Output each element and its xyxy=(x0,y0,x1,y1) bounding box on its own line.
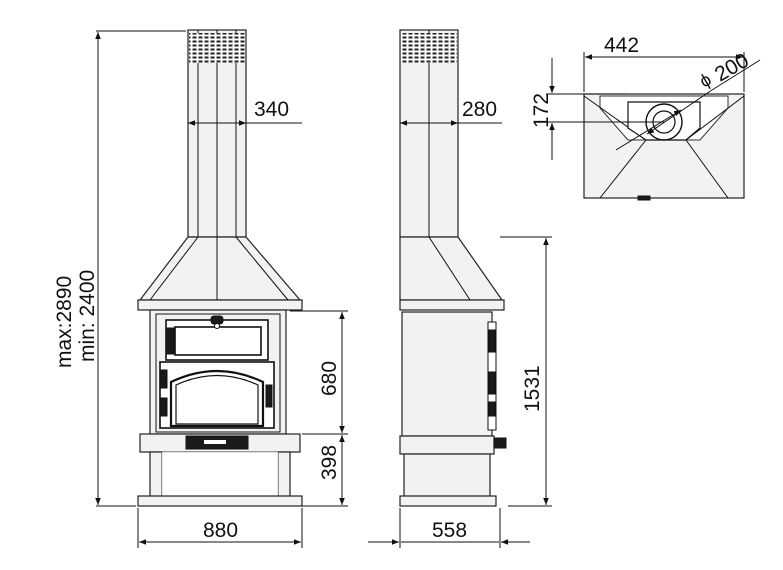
base-height-label: 398 xyxy=(318,445,341,480)
front-base-band xyxy=(139,433,301,453)
side-body xyxy=(401,311,497,437)
front-chimney-width-label: 340 xyxy=(254,98,289,121)
top-depth-label: 172 xyxy=(530,93,553,128)
side-chimney xyxy=(399,29,459,238)
top-width-label: 442 xyxy=(604,34,639,57)
front-view xyxy=(137,29,303,507)
front-chimney xyxy=(187,29,247,238)
dim-base-height xyxy=(302,435,348,507)
dim-front-width xyxy=(137,508,303,548)
front-firebox xyxy=(149,309,287,435)
oven-door xyxy=(165,315,269,361)
side-chimney-grille xyxy=(401,33,457,63)
side-hood xyxy=(399,236,505,311)
height-max-label: max:2890 xyxy=(53,276,76,368)
height-min-label: min: 2400 xyxy=(76,270,99,362)
front-hood xyxy=(137,236,303,311)
dim-top-width xyxy=(583,52,745,92)
front-chimney-grille xyxy=(189,33,245,63)
front-base xyxy=(137,451,303,507)
side-width-label: 558 xyxy=(432,519,467,542)
firebox-door xyxy=(159,361,275,429)
side-height-label: 1531 xyxy=(521,365,544,412)
side-view xyxy=(399,29,507,507)
diameter-symbol: ϕ xyxy=(696,69,715,91)
dim-flue-diameter xyxy=(615,59,761,151)
dim-total-height xyxy=(95,30,186,507)
dim-side-height xyxy=(500,236,552,507)
body-height-label: 680 xyxy=(318,361,341,396)
side-base xyxy=(399,435,507,507)
dim-top-depth xyxy=(546,58,664,160)
dim-body-height xyxy=(290,310,348,435)
dim-side-width xyxy=(368,508,530,548)
front-width-label: 880 xyxy=(203,519,238,542)
flue-diameter-label: 200 xyxy=(711,49,753,86)
top-view xyxy=(583,93,745,201)
side-chimney-width-label: 280 xyxy=(462,98,497,121)
